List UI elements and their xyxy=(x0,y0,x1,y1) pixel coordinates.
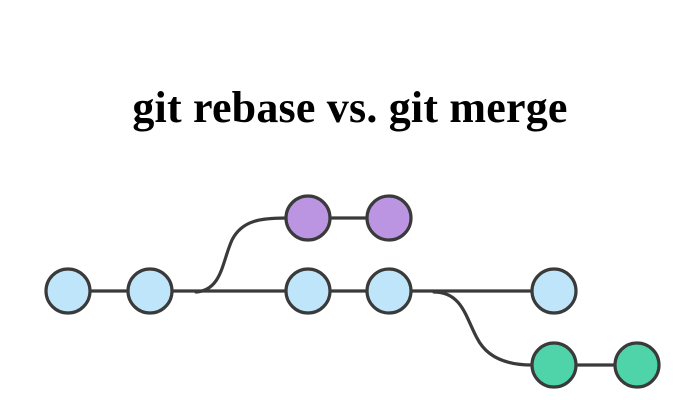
graph-edge-edge-branch-up xyxy=(194,216,288,294)
commit-node-main-commit-3[interactable] xyxy=(284,267,332,315)
graph-edge-edge-branch-down xyxy=(432,290,534,367)
commit-node-main-commit-4[interactable] xyxy=(365,267,413,315)
commit-node-main-commit-1[interactable] xyxy=(44,267,92,315)
commit-node-upper-commit-1[interactable] xyxy=(284,194,332,242)
graph-nodes-layer xyxy=(44,194,661,389)
commit-node-main-commit-2[interactable] xyxy=(126,267,174,315)
commit-node-upper-commit-2[interactable] xyxy=(365,194,413,242)
graph-edges-layer xyxy=(88,216,617,367)
commit-node-lower-commit-1[interactable] xyxy=(530,341,578,389)
commit-node-main-commit-5[interactable] xyxy=(530,267,578,315)
page-title: git rebase vs. git merge xyxy=(132,83,568,132)
commit-node-lower-commit-2[interactable] xyxy=(613,341,661,389)
